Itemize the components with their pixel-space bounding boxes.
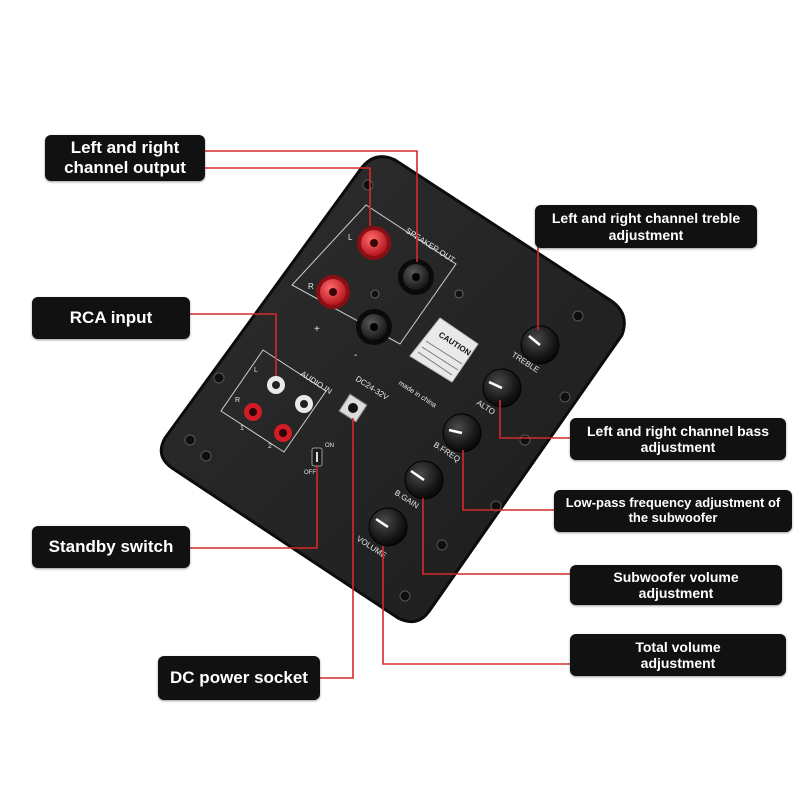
- callout-standby-switch: Standby switch: [32, 526, 190, 568]
- leader-channel-output: [205, 150, 418, 262]
- rca-2-label: 2: [268, 443, 272, 450]
- callout-dc-power-socket: DC power socket: [158, 656, 320, 700]
- callout-bass-text: Left and right channel bass adjustment: [586, 422, 770, 455]
- callout-sub-volume: Subwoofer volume adjustment: [570, 565, 782, 605]
- rca-jack-white-1[interactable]: [267, 376, 285, 394]
- on-label: ON: [325, 443, 334, 449]
- leader-channel-output-2: [205, 167, 371, 226]
- b-freq-knob[interactable]: [442, 413, 482, 453]
- rca-l-label: L: [254, 367, 258, 374]
- callout-channel-output-text: Left and right channel output: [64, 138, 186, 177]
- callout-lowpass: Low-pass frequency adjustment of the sub…: [554, 490, 792, 532]
- callout-rca-input: RCA input: [32, 297, 190, 339]
- leader-bass: [499, 400, 570, 439]
- callout-sub-volume-text: Subwoofer volume adjustment: [613, 568, 739, 601]
- speaker-minus-label: -: [354, 350, 357, 361]
- dc-power-socket[interactable]: [338, 393, 368, 423]
- leader-rca-input: [190, 313, 277, 376]
- leader-sub-volume: [422, 498, 570, 575]
- callout-total-volume-text: Total volume adjustment: [635, 638, 721, 671]
- rca-jack-red-1[interactable]: [244, 403, 262, 421]
- mounting-screws: [184, 179, 584, 602]
- binding-post-left-black[interactable]: [398, 259, 434, 295]
- small-screw: [370, 289, 380, 299]
- rca-1-label: 1: [240, 425, 244, 432]
- leader-lowpass: [462, 450, 555, 511]
- leader-standby-switch: [190, 466, 318, 549]
- callout-treble: Left and right channel treble adjustment: [535, 205, 757, 248]
- panel-plate: [159, 155, 626, 624]
- leader-total-volume: [382, 546, 570, 665]
- leader-dc-power: [320, 418, 354, 679]
- callout-dc-power-socket-text: DC power socket: [170, 668, 308, 688]
- small-screw: [454, 289, 464, 299]
- callout-treble-text: Left and right channel treble adjustment: [551, 210, 741, 243]
- binding-post-right-red[interactable]: [316, 275, 350, 309]
- speaker-l-label: L: [348, 233, 353, 242]
- rca-jack-red-2[interactable]: [274, 424, 292, 442]
- treble-knob[interactable]: [520, 325, 560, 365]
- binding-post-left-red[interactable]: [357, 226, 391, 260]
- binding-post-right-black[interactable]: [356, 309, 392, 345]
- rca-jack-white-2[interactable]: [295, 395, 313, 413]
- callout-lowpass-text: Low-pass frequency adjustment of the sub…: [565, 495, 781, 525]
- callout-standby-switch-text: Standby switch: [48, 537, 174, 557]
- speaker-r-label: R: [308, 282, 314, 291]
- callout-rca-input-text: RCA input: [69, 308, 153, 328]
- standby-switch[interactable]: [311, 447, 323, 467]
- alto-knob[interactable]: [482, 368, 522, 408]
- rca-r-label: R: [235, 397, 240, 404]
- leader-lines: [190, 150, 570, 679]
- callout-bass: Left and right channel bass adjustment: [570, 418, 786, 460]
- volume-knob[interactable]: [368, 507, 408, 547]
- off-label: OFF: [304, 470, 316, 476]
- caution-label: CAUTION: [409, 317, 479, 383]
- callout-channel-output: Left and right channel output: [45, 135, 205, 181]
- speaker-plus-label: +: [314, 324, 320, 335]
- callout-total-volume: Total volume adjustment: [570, 634, 786, 676]
- b-gain-knob[interactable]: [404, 460, 444, 500]
